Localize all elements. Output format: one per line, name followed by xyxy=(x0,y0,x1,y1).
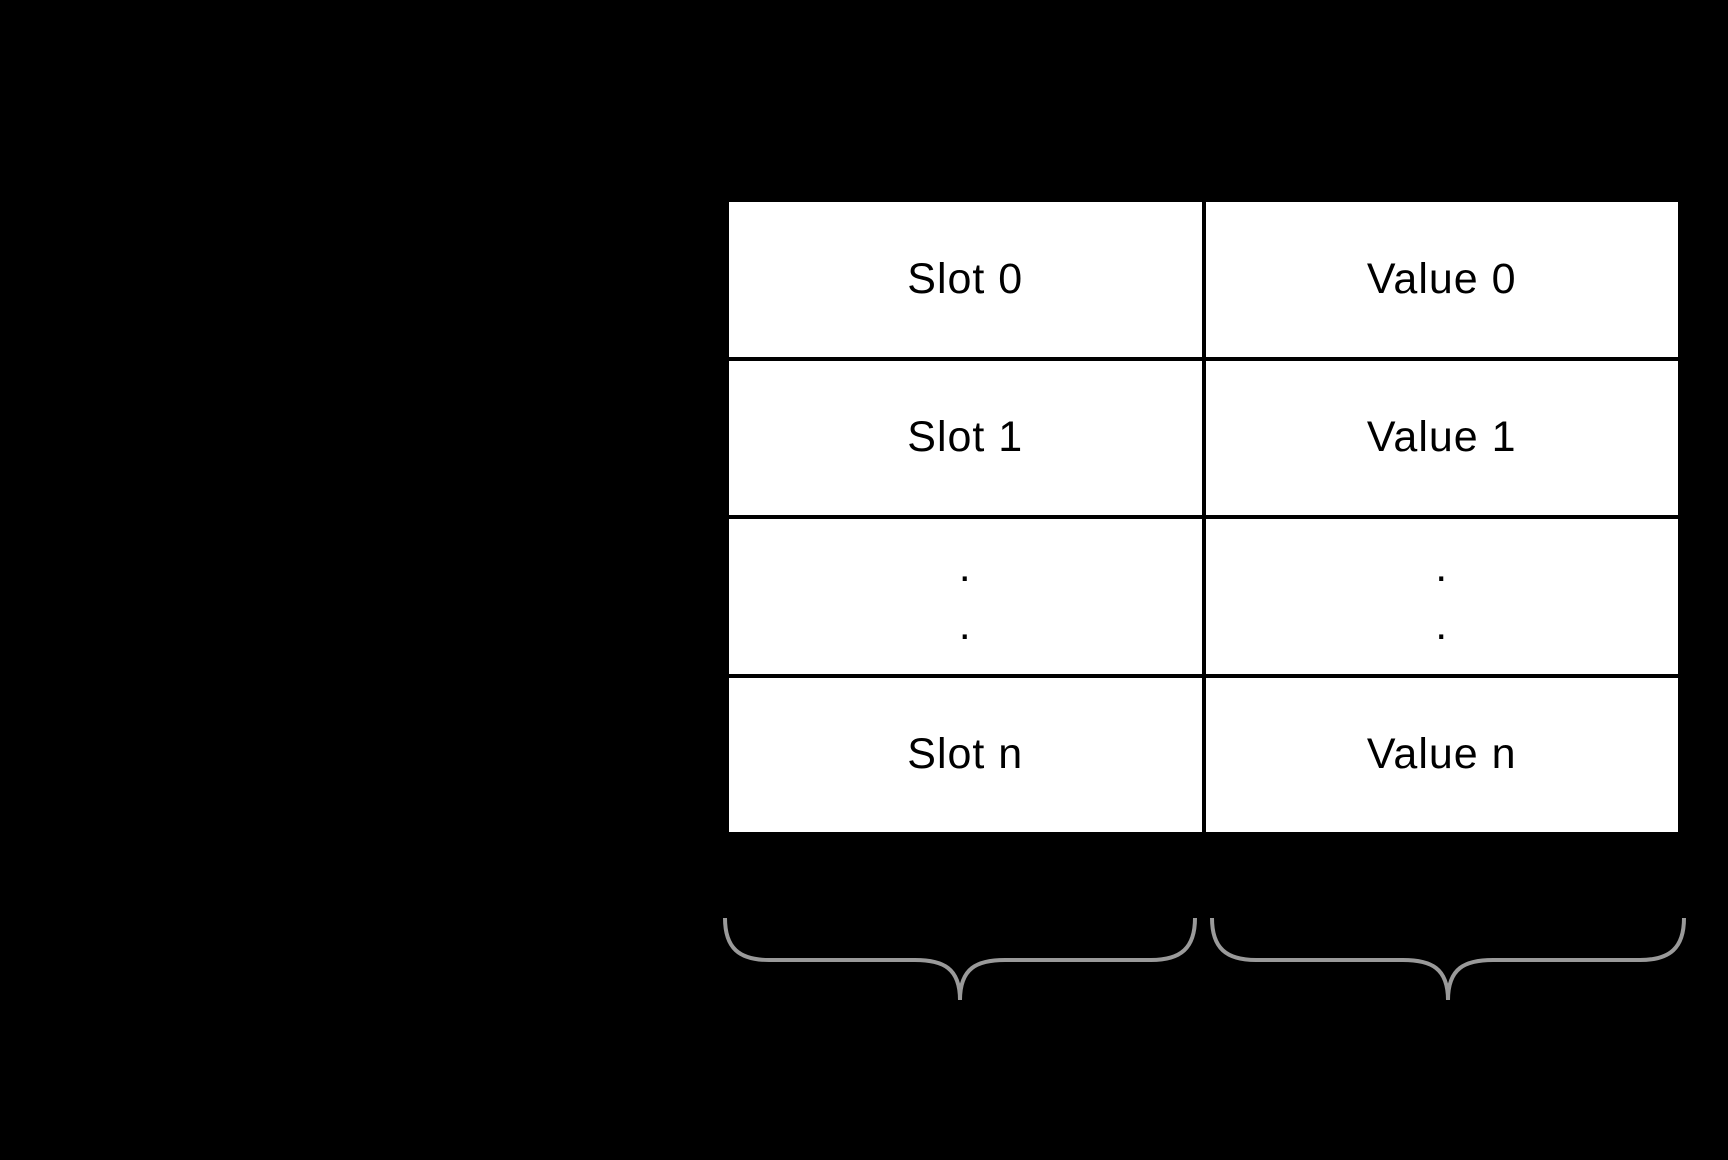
cell-ellipsis-left: . . xyxy=(729,519,1202,674)
cell-ellipsis-right: . . xyxy=(1205,519,1678,674)
ellipsis-dot: . xyxy=(1435,601,1449,650)
cell-slot-0: Slot 0 xyxy=(729,202,1202,357)
cell-slot-1: Slot 1 xyxy=(729,360,1202,515)
right-underbrace-path xyxy=(1210,917,1686,1001)
right-underbrace-icon xyxy=(1210,917,1686,1001)
cell-value-n: Value n xyxy=(1205,677,1678,832)
left-underbrace-icon xyxy=(723,917,1197,1001)
cell-slot-n: Slot n xyxy=(729,677,1202,832)
ellipsis-dot: . xyxy=(958,543,972,592)
ellipsis-dot: . xyxy=(1435,543,1449,592)
ellipsis-dot: . xyxy=(958,601,972,650)
left-underbrace-path xyxy=(723,917,1197,1001)
slot-value-table: Slot 0 Value 0 Slot 1 Value 1 . . . . Sl… xyxy=(725,198,1682,836)
cell-value-1: Value 1 xyxy=(1205,360,1678,515)
cell-value-0: Value 0 xyxy=(1205,202,1678,357)
